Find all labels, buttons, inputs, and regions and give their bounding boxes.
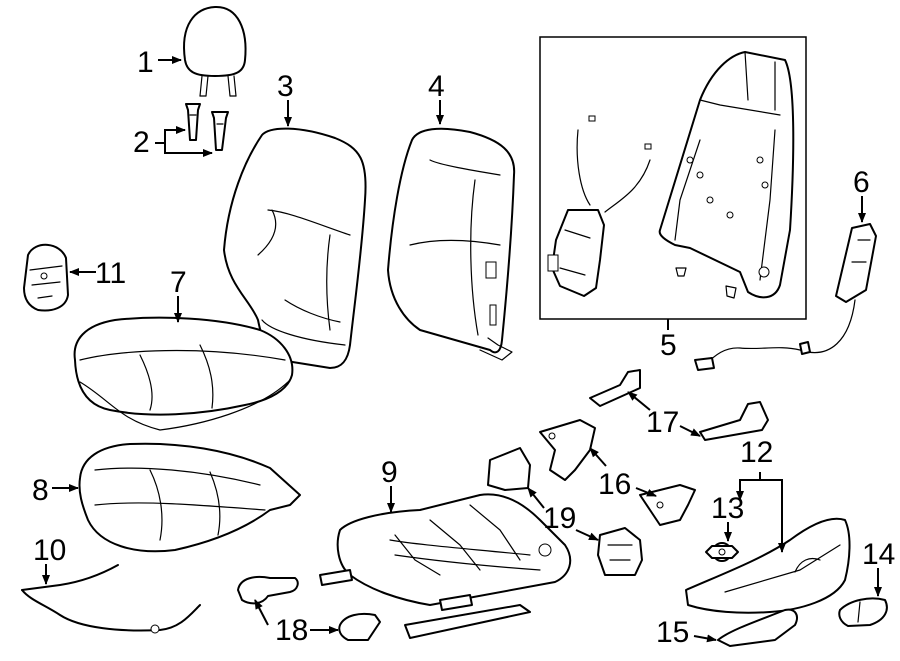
- callout-8: 8: [32, 474, 49, 507]
- recliner-cover: [23, 243, 69, 312]
- callout-2: 2: [133, 126, 150, 159]
- callout-5: 5: [660, 329, 677, 362]
- side-airbag-module: [694, 223, 877, 371]
- release-levers: [589, 369, 769, 441]
- leader-2b: [164, 143, 213, 157]
- side-brackets: [487, 447, 643, 576]
- callout-19: 19: [543, 502, 576, 535]
- callout-9: 9: [381, 456, 398, 489]
- leader-2a: [155, 126, 186, 144]
- leader-17a: [627, 391, 651, 411]
- callout-7: 7: [170, 266, 187, 299]
- callout-17: 17: [646, 406, 679, 439]
- headrest: [183, 5, 247, 97]
- callout-11: 11: [95, 257, 126, 290]
- callout-14: 14: [862, 538, 895, 571]
- callout-15: 15: [656, 616, 689, 649]
- callout-6: 6: [853, 166, 870, 199]
- seat-adjuster-frame: [319, 493, 572, 639]
- leader-16b: [635, 487, 657, 497]
- seat-cushion-pad: [78, 442, 301, 553]
- seat-back-panel: [387, 127, 516, 361]
- leader-19a: [527, 487, 545, 509]
- recliner-knob: [838, 597, 888, 627]
- callout-16: 16: [598, 468, 631, 501]
- leader-12a: [736, 472, 761, 501]
- leader-15: [693, 634, 717, 643]
- leader-18a: [254, 599, 269, 626]
- leader-17b: [679, 425, 701, 437]
- callout-18: 18: [275, 614, 308, 647]
- headrest-guides: [185, 103, 229, 151]
- lift-lever: [717, 608, 798, 647]
- seat-back-cover: [223, 127, 367, 369]
- cushion-wire: [21, 564, 201, 634]
- callout-4: 4: [428, 70, 445, 103]
- leader-19b: [575, 529, 599, 541]
- frame-detail-box: [539, 36, 807, 320]
- adjuster-handles: [237, 575, 381, 641]
- callout-12: 12: [740, 436, 773, 469]
- seat-cushion-cover: [73, 316, 294, 431]
- callout-10: 10: [33, 534, 66, 567]
- clip: [705, 542, 739, 562]
- callout-3: 3: [277, 70, 294, 103]
- side-shield: [685, 517, 851, 614]
- lumbar-support: [547, 115, 652, 297]
- seat-back-frame: [658, 51, 795, 299]
- callout-1: 1: [137, 46, 154, 79]
- leader-16a: [589, 447, 607, 467]
- leader-12b: [760, 479, 786, 553]
